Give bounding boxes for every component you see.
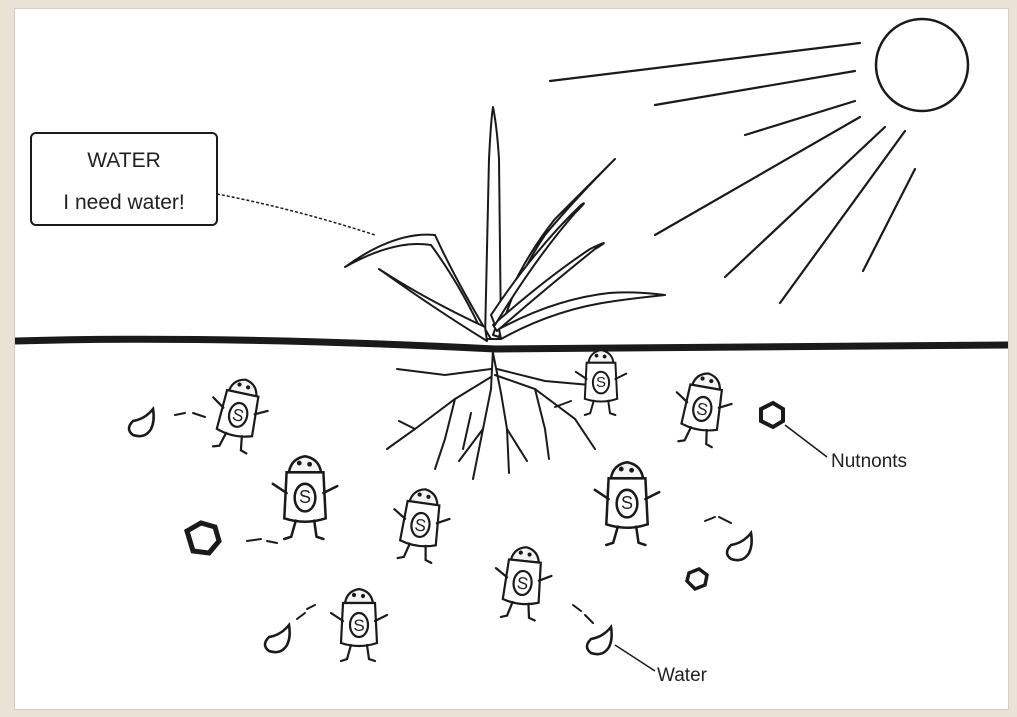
water-label: Water: [657, 665, 708, 686]
root: [397, 369, 491, 375]
water-pointer: [615, 645, 655, 671]
sun-ray: [655, 117, 860, 235]
sun-circle: [876, 19, 968, 111]
plant: [345, 107, 665, 341]
salt-shakers: S S S S S S S S: [203, 350, 736, 661]
nutrients-label: Nutnonts: [831, 451, 907, 472]
speech-box-title: WATER: [87, 149, 161, 172]
nutrient-particle: [687, 569, 707, 589]
svg-text:S: S: [621, 493, 633, 513]
salt-shaker: S: [491, 544, 554, 621]
water-drop: [587, 627, 612, 654]
nutrient-particle: [187, 523, 219, 553]
sun-rays: [550, 43, 915, 303]
svg-text:S: S: [516, 573, 529, 593]
root: [435, 399, 455, 469]
svg-text:S: S: [299, 487, 311, 507]
sun-ray: [550, 43, 860, 81]
plant-water-diagram: WATER I need water! S S: [15, 9, 1008, 709]
root: [535, 389, 549, 459]
diagram-panel: WATER I need water! S S: [14, 8, 1009, 710]
speech-box: WATER I need water!: [31, 133, 217, 225]
svg-text:S: S: [353, 616, 364, 635]
nutrient-particle: [761, 403, 783, 427]
svg-text:S: S: [596, 374, 606, 391]
speech-box-text: I need water!: [63, 191, 184, 214]
nutrients-pointer: [785, 425, 827, 457]
nutrient-particles: [187, 403, 783, 589]
water-drop: [129, 409, 154, 436]
salt-shaker: S: [388, 485, 453, 564]
speech-pointer: [217, 194, 375, 235]
salt-shaker: S: [576, 350, 626, 415]
ground-line: [15, 339, 1008, 349]
water-drops: [129, 409, 752, 654]
sun-ray: [863, 169, 915, 271]
water-drop: [727, 533, 752, 560]
salt-shaker: S: [331, 589, 387, 661]
sun-ray: [780, 131, 905, 303]
salt-shaker: S: [668, 369, 736, 450]
root: [495, 375, 595, 449]
salt-shaker: S: [203, 374, 273, 456]
salt-shaker: S: [595, 462, 659, 545]
water-drop: [265, 625, 290, 652]
sun: [876, 19, 968, 111]
roots: [387, 349, 595, 479]
sun-ray: [655, 71, 855, 105]
salt-shaker: S: [273, 456, 337, 539]
